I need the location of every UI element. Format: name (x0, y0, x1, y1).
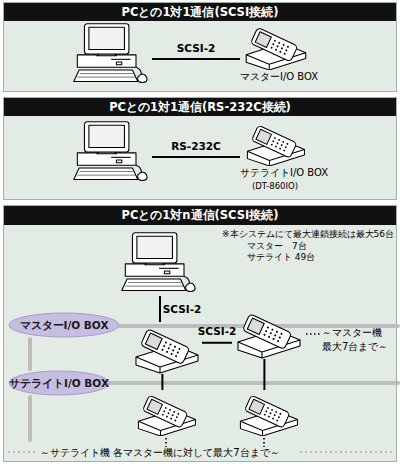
device-caption: (DT-860IO) (240, 180, 310, 192)
device-symbol (74, 122, 147, 181)
section-heading: PCとの1対1通信(RS-232C接続) (4, 98, 396, 116)
device-symbol (246, 27, 306, 70)
device-symbol (122, 233, 195, 292)
terminal-drawing (232, 390, 304, 436)
ellipse-shape (9, 371, 109, 395)
device-symbol (136, 329, 198, 373)
note-text: ～マスター機 最大7台まで～ (322, 326, 398, 354)
section-heading: PCとの1対1通信(SCSI接続) (4, 3, 396, 21)
category-label: サテライトI/O BOX (8, 370, 110, 396)
device-symbol (138, 395, 195, 436)
note-text: サテライト 49台 (247, 251, 315, 264)
device-caption: サテライトI/O BOX (240, 166, 310, 180)
terminal-drawing (240, 22, 310, 70)
connector-label: SCSI-2 (163, 303, 202, 315)
device-symbol (247, 125, 304, 166)
terminal-drawing (240, 120, 310, 166)
terminal-illustration (130, 390, 202, 436)
connector-label: SCSI-2 (198, 325, 237, 337)
pc-drawing (72, 22, 152, 86)
category-ellipse: サテライトI/O BOX (8, 370, 110, 396)
ellipse-shape (9, 313, 119, 337)
terminal-illustration: サテライトI/O BOX(DT-860IO) (240, 120, 330, 198)
connector-label: SCSI-2 (177, 42, 216, 54)
terminal-illustration (130, 322, 202, 374)
device-symbol (238, 314, 300, 358)
terminal-drawing (130, 322, 202, 374)
terminal-illustration (232, 390, 304, 436)
category-ellipse: マスターI/O BOX (8, 312, 120, 338)
device-symbol (74, 24, 147, 83)
pc-drawing (120, 230, 200, 296)
pc-drawing (72, 120, 152, 184)
terminal-drawing (130, 390, 202, 436)
terminal-illustration: マスターI/O BOX (240, 22, 330, 90)
terminal-drawing (232, 307, 304, 359)
note-text: ※本システムにて最大連鎖接続は最大56台 (222, 228, 394, 241)
note-text: ～サテライト機 各マスター機に対して最大7台まで～ (40, 446, 280, 460)
note-text: マスター 7台 (247, 240, 307, 253)
device-symbol (240, 395, 297, 436)
pc-illustration (72, 120, 152, 184)
pc-illustration (72, 22, 152, 86)
connector-label: RS-232C (171, 140, 221, 152)
terminal-illustration (232, 307, 304, 359)
device-caption: マスターI/O BOX (240, 70, 310, 84)
section-heading: PCとの1対n通信(SCSI接続) (4, 206, 396, 225)
category-label: マスターI/O BOX (8, 312, 120, 338)
pc-illustration (120, 230, 200, 296)
